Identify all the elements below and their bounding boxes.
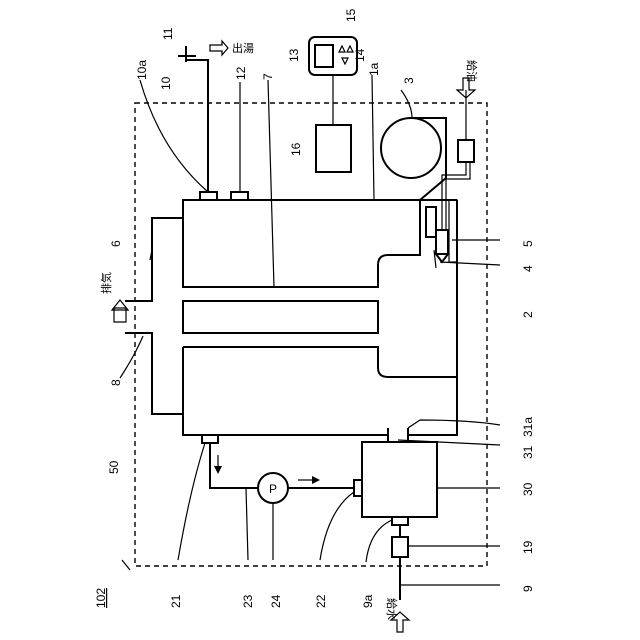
outlet-21 — [202, 435, 218, 443]
combustion-chamber-left — [183, 347, 388, 435]
ref-4: 4 — [521, 265, 535, 272]
ref-31: 31 — [521, 445, 535, 459]
leader-22 — [320, 492, 354, 560]
control-unit-16 — [316, 125, 351, 172]
burner-tube — [449, 200, 457, 262]
label-exhaust: 排気 — [99, 272, 113, 294]
ref-14: 14 — [353, 48, 367, 62]
label-water-supply: 給水 — [385, 598, 399, 620]
ref-16: 16 — [289, 142, 303, 156]
display-15 — [315, 45, 333, 67]
leader-23 — [246, 488, 248, 560]
igniter-4 — [426, 207, 436, 237]
leader-3 — [401, 90, 412, 118]
leader-9a — [366, 520, 392, 562]
label-hot-water-out: 出湯 — [232, 41, 254, 55]
leader-1a — [372, 75, 374, 200]
pump-label: P — [269, 482, 277, 496]
inlet-22 — [354, 480, 362, 496]
ref-9a: 9a — [361, 594, 375, 608]
heat-exchanger-upper — [183, 200, 420, 287]
ref-30: 30 — [521, 482, 535, 496]
inlet-fitting-9a — [392, 517, 408, 525]
oil-filter — [458, 140, 474, 162]
arrow-down-icon — [214, 466, 222, 474]
outflow-arrow-icon — [210, 41, 228, 55]
ref-15: 15 — [344, 8, 358, 22]
leader-8 — [120, 336, 143, 378]
ref-7: 7 — [261, 73, 275, 80]
nozzle-5 — [436, 230, 448, 254]
ref-8: 8 — [109, 379, 123, 386]
leader-31a — [408, 420, 500, 428]
ref-13: 13 — [287, 48, 301, 62]
ref-2: 2 — [521, 311, 535, 318]
ref-102: 102 — [94, 588, 108, 608]
ref-10: 10 — [159, 76, 173, 90]
hot-water-pipe-10 — [186, 60, 208, 192]
blower-3 — [381, 118, 441, 178]
ref-24: 24 — [269, 594, 283, 608]
leader-21 — [178, 443, 205, 560]
ref-5: 5 — [521, 240, 535, 247]
ref-12: 12 — [234, 66, 248, 80]
ref-6: 6 — [109, 240, 123, 247]
arrow-right-icon — [312, 476, 320, 484]
fitting-10a — [200, 192, 217, 200]
leader-4 — [440, 262, 500, 265]
ref-21: 21 — [169, 594, 183, 608]
ref-1a: 1a — [367, 62, 381, 76]
sensor-12 — [231, 192, 248, 200]
label-oil-supply: 給油 — [465, 60, 479, 82]
leader-102 — [122, 560, 130, 570]
ref-31a: 31a — [521, 417, 535, 437]
ref-10a: 10a — [135, 60, 149, 80]
leader-7 — [268, 80, 274, 287]
ref-9: 9 — [521, 585, 535, 592]
ref-23: 23 — [241, 594, 255, 608]
nozzle-tip — [436, 254, 448, 262]
ref-50: 50 — [107, 460, 121, 474]
ref-19: 19 — [521, 540, 535, 554]
combustion-chamber-lower — [183, 347, 457, 435]
water-tank-30 — [362, 442, 437, 517]
heat-exchanger-middle — [183, 301, 378, 333]
exhaust-duct-upper — [125, 218, 183, 301]
valve-19 — [392, 537, 408, 557]
circulation-pipe-23 — [210, 443, 258, 488]
exhaust-duct-lower — [125, 333, 183, 414]
ref-22: 22 — [314, 594, 328, 608]
ref-3: 3 — [402, 77, 416, 84]
ref-11: 11 — [161, 27, 175, 40]
leader-10a — [140, 80, 208, 192]
